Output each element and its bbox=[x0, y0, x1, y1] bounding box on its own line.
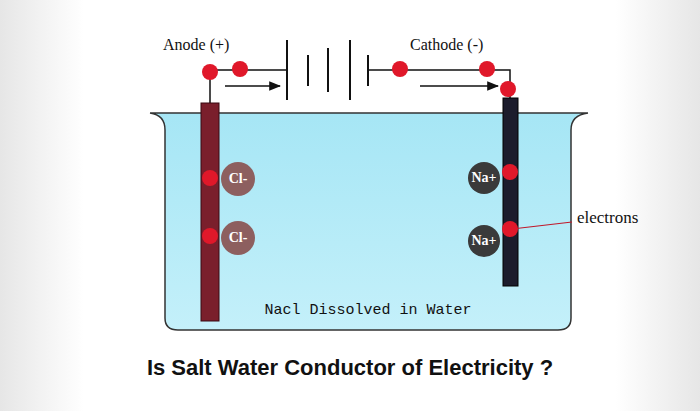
current-arrow bbox=[420, 85, 498, 87]
solution-label: Nacl Dissolved in Water bbox=[264, 302, 471, 319]
leader-line bbox=[512, 222, 572, 229]
ion-label: Cl- bbox=[229, 230, 248, 246]
ion-label: Na+ bbox=[471, 233, 496, 249]
ion-circle: Na+ bbox=[468, 162, 500, 194]
ion-circle: Cl- bbox=[221, 221, 255, 255]
wire bbox=[210, 70, 287, 105]
terminal-label: Anode (+) bbox=[163, 36, 229, 54]
ion-circle: Cl- bbox=[221, 162, 255, 196]
anode-electrode bbox=[201, 103, 219, 321]
ion-label: Cl- bbox=[229, 171, 248, 187]
electron-dot bbox=[202, 61, 518, 244]
ion-circle: Na+ bbox=[468, 225, 500, 257]
battery-symbol bbox=[287, 40, 368, 100]
terminal-label: Cathode (-) bbox=[410, 36, 483, 54]
current-arrow bbox=[225, 85, 280, 87]
callout-label: electrons bbox=[577, 208, 638, 228]
cathode-electrode bbox=[503, 98, 518, 286]
caption: Is Salt Water Conductor of Electricity ? bbox=[147, 355, 553, 381]
ion-label: Na+ bbox=[471, 170, 496, 186]
